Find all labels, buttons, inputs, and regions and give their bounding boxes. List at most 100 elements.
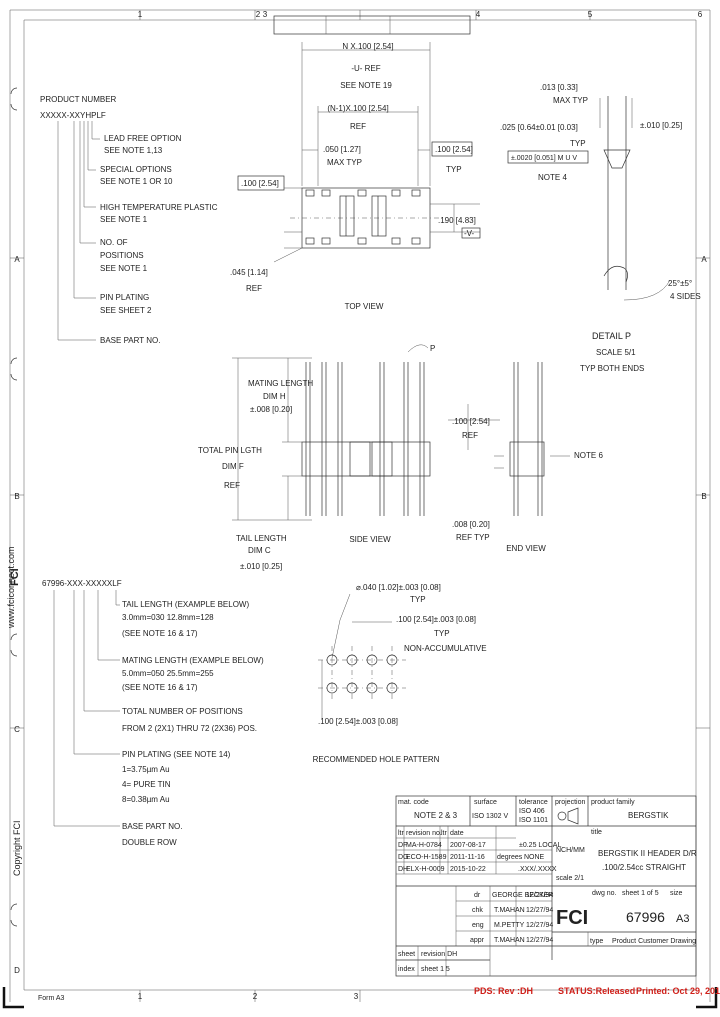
side-tail-3: ±.010 [0.25] [240,562,282,571]
revision-label: revision DH [421,951,457,958]
top-zone-3: 3 [263,10,268,19]
size-ref: NCH/MM [556,847,585,854]
dim-overall-note: SEE NOTE 19 [340,81,392,90]
tail-length-example: 3.0mm=030 12.8mm=128 [122,613,214,622]
sheet-frame [2,9,718,1009]
mating-length-note: (SEE NOTE 16 & 17) [122,683,198,692]
part-number-top: PRODUCT NUMBER XXXXX-XXYHPLF LEAD FREE O… [40,95,218,345]
dim-height: .190 [4.83] [438,216,476,225]
rev-3-no: ELX-H-0009 [406,866,445,873]
note-base-part: BASE PART NO. [100,336,160,345]
note-special-options: SPECIAL OPTIONS [100,165,172,174]
note-pin-plating: PIN PLATING [100,293,149,302]
dim-offset-ref: REF [246,284,262,293]
bottom-part-code: 67996-XXX-XXXXXLF [42,579,122,588]
drawing-size: A3 [676,913,689,925]
role-appr-name: T.MAHAN [494,937,525,944]
tolerance-iso406: ISO 406 [519,808,545,815]
note-high-temp-ref: SEE NOTE 1 [100,215,148,224]
side-view-pins [305,362,425,516]
surface-label: surface [474,799,497,806]
note-positions-ref: SEE NOTE 1 [100,264,148,273]
role-appr: appr [470,937,485,944]
side-total-3: REF [224,481,240,490]
product-number-code: XXXXX-XXYHPLF [40,111,106,120]
right-zone-b: B [701,492,706,501]
pin-plating-4: 4= PURE TIN [122,780,171,789]
detail-dim4: ±.010 [0.25] [640,121,682,130]
mating-length-example: 5.0mm=050 25.5mm=255 [122,669,214,678]
product-number-header: PRODUCT NUMBER [40,95,117,104]
detail-p: .013 [0.33] MAX TYP .025 [0.64±0.01 [0.0… [500,83,701,373]
status-bar: PDS: Rev :DH STATUS:Released Printed: Oc… [474,986,720,996]
rev-1-ltr: DF [398,842,407,849]
tail-length-label: TAIL LENGTH (EXAMPLE BELOW) [122,600,249,609]
detail-dim1: .013 [0.33] [540,83,578,92]
side-bottom-dim: .008 [0.20] [452,520,490,529]
top-zone-1: 1 [138,10,143,19]
side-total-2: DIM F [222,462,244,471]
rev-3-ltr: DH [398,866,408,873]
detail-sides: 4 SIDES [670,292,701,301]
rev-header-date: date [450,830,464,837]
website-text: www.fciconnect.com [6,546,16,629]
detail-angle: 25°±5° [668,279,692,288]
base-part-value: DOUBLE ROW [122,838,177,847]
side-logo: FCI [9,568,21,586]
title-block-logo: FCI [556,907,588,929]
dim-pitch-right: .100 [2.54] [435,145,473,154]
form-label: Form A3 [38,995,65,1002]
size-none: NONE [524,854,545,861]
tail-length-note: (SEE NOTE 16 & 17) [122,629,198,638]
detail-sub: TYP BOTH ENDS [580,364,644,373]
status-released: STATUS:Released [558,986,635,996]
hole-pitch-note: NON-ACCUMULATIVE [404,644,487,653]
title-line-1: BERGSTIK II HEADER D/R [598,849,697,858]
mat-code-label: mat. code [398,799,429,806]
hole-pitch-sub: TYP [434,629,450,638]
side-pitch: .100 [2.54] [452,417,490,426]
title-label: title [591,829,602,836]
mating-length-label: MATING LENGTH (EXAMPLE BELOW) [122,656,264,665]
dim-inner-ref: REF [350,122,366,131]
note-positions: NO. OF [100,238,128,247]
dim-offset: .045 [1.14] [230,268,268,277]
hole-dia-sub: TYP [410,595,426,604]
note-pin-plating-ref: SEE SHEET 2 [100,306,152,315]
rev-header-ltr-2: ltr [441,830,448,837]
top-zone-4: 4 [476,10,481,19]
size-label: size [670,890,683,897]
top-zone-2: 2 [256,10,261,19]
index-sheet: sheet 1 5 [421,966,450,973]
detail-dim1-sub: MAX TYP [553,96,588,105]
detail-dim3-note: NOTE 4 [538,173,567,182]
top-zone-6: 6 [698,10,703,19]
role-eng: eng [472,922,484,929]
rev-1-no: MA-H-0784 [406,842,442,849]
top-view-title: TOP VIEW [345,302,384,311]
end-view-title: END VIEW [506,544,546,553]
size-local: ±0.25 LOCAL [519,842,561,849]
dim-overall-ref: -U- REF [351,64,380,73]
pin-plating-8: 8=0.38µm Au [122,795,170,804]
rev-2-no: ECO-H-1589 [406,854,447,861]
note-high-temp: HIGH TEMPERATURE PLASTIC [100,203,218,212]
left-zone-c: C [14,725,20,734]
bottom-zone-3: 3 [354,992,359,1001]
pin-plating-label: PIN PLATING (SEE NOTE 14) [122,750,231,759]
title-block: mat. code NOTE 2 & 3 surface ISO 1302 V … [395,795,697,977]
status-pds: PDS: Rev :DH [474,986,533,996]
left-zone-b: B [14,492,19,501]
right-zone-a: A [701,255,707,264]
left-zone-d: D [14,966,20,975]
drawing-number: 67996 [626,909,665,925]
dim-height-ref: -V- [464,229,475,238]
base-part-label: BASE PART NO. [122,822,182,831]
part-number-bottom: 67996-XXX-XXXXXLF TAIL LENGTH (EXAMPLE B… [42,579,264,847]
role-chk-name: T.MAHAN [494,907,525,914]
role-eng-name: M.PETTY [494,922,525,929]
note-positions-2: POSITIONS [100,251,144,260]
positions-range: FROM 2 (2X1) THRU 72 (2X36) POS. [122,724,257,733]
end-view-note: NOTE 6 [574,451,603,460]
rev-2-date: 2011-11-16 [450,854,485,861]
